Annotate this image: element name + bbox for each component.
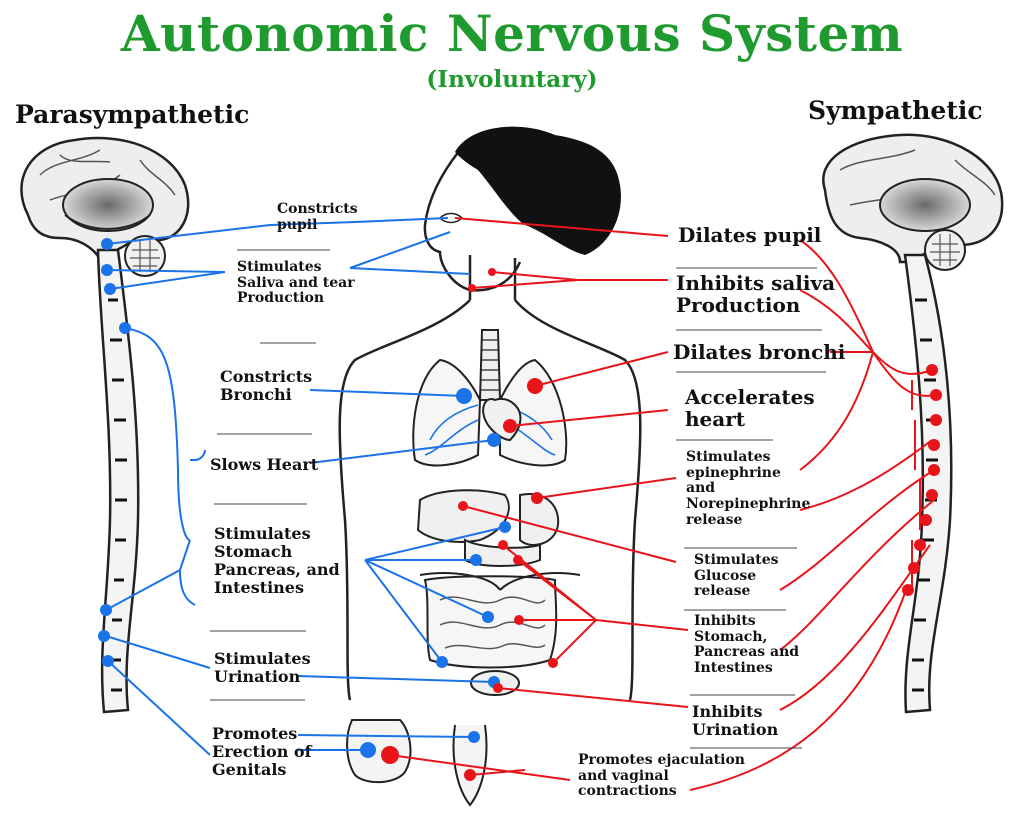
label-line: Stomach: [214, 541, 293, 561]
sympathetic-nerve-dots: [381, 268, 942, 781]
label-line: Constricts: [277, 201, 358, 217]
label-line: Stimulates: [214, 524, 311, 543]
label-slows-heart: Slows Heart: [210, 456, 318, 474]
label-line: Stomach,: [694, 628, 768, 645]
label-line: Intestines: [214, 577, 304, 597]
label-line: pupil: [277, 216, 318, 233]
label-line: contractions: [578, 783, 677, 800]
human-figure-icon: [338, 126, 642, 701]
label-line: Stimulates: [214, 649, 311, 668]
label-line: and vaginal: [578, 767, 669, 784]
label-line: Inhibits: [692, 702, 763, 721]
right-brain-icon: [822, 133, 1004, 271]
genitals-icon: [346, 719, 488, 807]
parasympathetic-pathways: [105, 217, 506, 756]
label-line: Stimulates: [686, 449, 771, 465]
label-line: heart: [685, 407, 745, 432]
label-line: epinephrine: [686, 464, 781, 481]
label-line: Norepinephrine: [686, 496, 811, 513]
label-dilates-bronchi: Dilates bronchi: [673, 340, 846, 364]
sympathetic-pathways: [389, 217, 937, 791]
right-spinal-cord-icon: [903, 253, 953, 714]
label-line: Dilates bronchi: [673, 340, 846, 364]
label-line: Inhibits: [694, 613, 756, 629]
parasympathetic-heading: Parasympathetic: [15, 100, 250, 129]
label-separators: [210, 249, 826, 749]
label-line: Stimulates: [694, 552, 779, 568]
label-line: Saliva and tear: [237, 274, 355, 291]
label-line: Urination: [214, 666, 301, 686]
label-line: Stimulates: [237, 259, 322, 275]
label-line: Erection of: [212, 741, 312, 761]
label-line: release: [686, 511, 743, 528]
label-line: Glucose: [694, 567, 757, 584]
label-line: Pancreas and: [694, 644, 800, 661]
label-line: and: [686, 480, 716, 497]
sympathetic-heading: Sympathetic: [808, 96, 983, 125]
label-line: Pancreas, and: [214, 559, 340, 579]
label-line: Production: [676, 293, 801, 318]
parasympathetic-nerve-dots: [98, 238, 511, 758]
label-line: release: [694, 583, 751, 600]
label-line: Accelerates: [685, 385, 815, 409]
label-line: Promotes: [212, 724, 298, 743]
left-spinal-cord-icon: [96, 248, 140, 714]
label-line: Slows Heart: [210, 455, 319, 474]
label-line: Production: [237, 290, 325, 307]
left-brain-icon: [20, 136, 190, 277]
label-line: Urination: [692, 719, 779, 739]
label-line: Promotes ejaculation: [578, 752, 745, 768]
label-line: Intestines: [694, 660, 773, 677]
label-dilates-pupil: Dilates pupil: [678, 223, 822, 247]
page-title: Autonomic Nervous System: [120, 4, 904, 63]
label-line: Inhibits saliva: [676, 271, 836, 295]
label-line: Genitals: [212, 759, 287, 779]
page-subtitle: (Involuntary): [426, 66, 598, 93]
label-line: Bronchi: [220, 384, 292, 404]
label-line: Dilates pupil: [678, 223, 822, 247]
label-line: Constricts: [220, 367, 313, 386]
